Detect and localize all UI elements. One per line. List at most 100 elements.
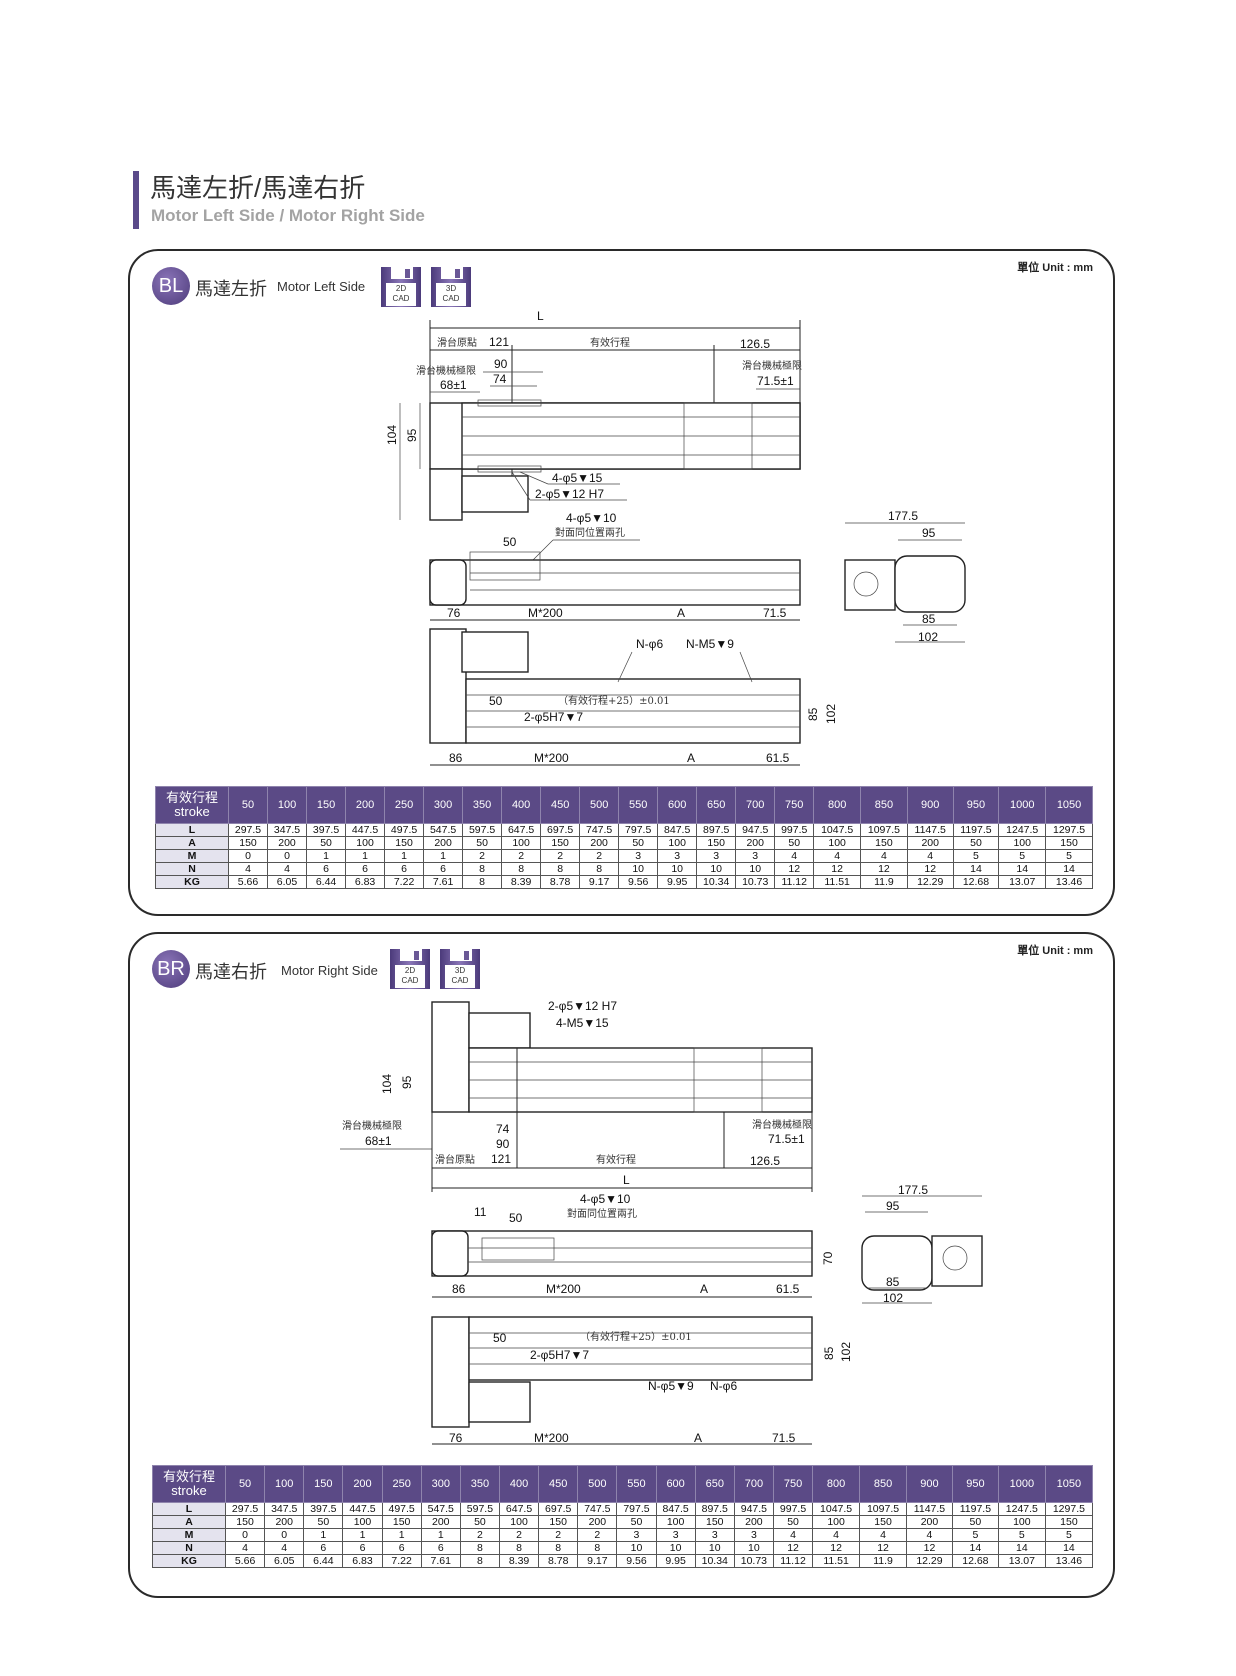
dim-pin-hole: 2-φ5H7▼7	[530, 1348, 589, 1362]
dim-177-5: 177.5	[888, 509, 918, 523]
dim-stroke-plus-25: （有效行程+25）±0.01	[580, 1330, 692, 1343]
cad-label: CAD	[451, 976, 469, 985]
table-cell: 12.29	[906, 1554, 953, 1568]
dim-m200: M*200	[534, 1431, 569, 1445]
dim-hole-4-5-15: 4-φ5▼15	[552, 471, 603, 485]
table-cell: 997.5	[774, 823, 815, 837]
page-subtitle: Motor Left Side / Motor Right Side	[151, 206, 425, 225]
stroke-header: 900	[906, 786, 954, 824]
stroke-header: 200	[345, 786, 386, 824]
table-cell: 497.5	[381, 1502, 422, 1516]
dim-95: 95	[400, 1075, 414, 1089]
table-cell: 11.51	[813, 875, 862, 889]
dim-71-5: 71.5	[772, 1431, 796, 1445]
dim-74: 74	[493, 372, 507, 386]
dim-m200: M*200	[534, 751, 569, 765]
cad-label: 3D	[454, 966, 466, 975]
badge-bl: BL	[152, 267, 190, 305]
table-cell: 100	[342, 1515, 383, 1529]
unit-label: 單位 Unit : mm	[1017, 262, 1093, 274]
dim-A: A	[677, 606, 685, 620]
table-cell: 8	[459, 1554, 500, 1568]
table-cell: 7.61	[423, 875, 464, 889]
panel-title-zh: 馬達右折	[195, 962, 267, 982]
dim-m200: M*200	[546, 1282, 581, 1296]
stroke-header: 500	[577, 1465, 618, 1503]
table-cell: 100	[345, 836, 386, 850]
dim-95: 95	[405, 428, 419, 442]
table-cell: 13.07	[998, 875, 1047, 889]
table-cell: 9.95	[657, 875, 698, 889]
dim-hole-4-5-10: 4-φ5▼10	[566, 511, 617, 525]
table-cell: 1047.5	[813, 823, 862, 837]
dim-95: 95	[922, 526, 936, 540]
stroke-header: 150	[303, 1465, 344, 1503]
cad-label: CAD	[401, 976, 419, 985]
table-cell: 6.83	[345, 875, 386, 889]
panel-motor-right: 單位 Unit : mm BR 馬達右折 Motor Right Side 2D…	[128, 932, 1115, 1598]
dim-50: 50	[503, 535, 517, 549]
br-side-view	[431, 1230, 813, 1277]
table-cell: 10.34	[694, 1554, 735, 1568]
stroke-header: 1000	[998, 786, 1047, 824]
table-cell: 10.73	[733, 1554, 774, 1568]
stroke-header: 50	[224, 1465, 266, 1503]
dim-102: 102	[839, 1342, 853, 1362]
table-cell: 12.68	[951, 1554, 999, 1568]
table-cell: 9.95	[655, 1554, 696, 1568]
table-cell: 13.46	[1045, 875, 1093, 889]
label-opposite-holes: 對面同位置兩孔	[567, 1207, 637, 1220]
table-cell: 397.5	[303, 1502, 344, 1516]
stroke-header: 650	[696, 786, 737, 824]
stroke-header: 950	[952, 786, 1000, 824]
bl-top-view: L 滑台原點 121 有效行程 126.5 滑台機械極限 90 74 68±1 …	[385, 309, 802, 569]
table-cell: 12.29	[906, 875, 954, 889]
dim-A: A	[687, 751, 695, 765]
dim-hole-2-5-12: 2-φ5▼12 H7	[548, 999, 617, 1013]
table-cell: 11.51	[812, 1554, 861, 1568]
table-cell: 200	[906, 836, 954, 850]
cad-label: 2D	[404, 966, 416, 975]
table-cell: 547.5	[423, 823, 464, 837]
dim-L: L	[623, 1173, 630, 1187]
row-label: M	[152, 1528, 226, 1542]
label-effective-stroke: 有效行程	[590, 336, 630, 349]
dim-126-5: 126.5	[750, 1154, 780, 1168]
panel-title-zh: 馬達左折	[195, 279, 267, 299]
label-mech-limit-left: 滑台機械極限	[416, 364, 476, 377]
stroke-header: 700	[733, 1465, 774, 1503]
table-cell: 347.5	[264, 1502, 305, 1516]
header-en: stroke	[171, 1483, 207, 1498]
stroke-header: 750	[774, 786, 815, 824]
table-cell: 747.5	[577, 1502, 618, 1516]
stroke-header: 150	[306, 786, 347, 824]
dim-86: 86	[449, 751, 463, 765]
bl-end-view: 177.5 95 85 102	[844, 509, 966, 644]
table-cell: 6.44	[303, 1554, 344, 1568]
label-effective-stroke: 有效行程	[596, 1153, 636, 1166]
table-cell: 200	[420, 1515, 461, 1529]
dim-102: 102	[883, 1291, 903, 1305]
table-cell: 13.07	[997, 1554, 1046, 1568]
stroke-header: 350	[459, 1465, 500, 1503]
stroke-header: 250	[384, 786, 425, 824]
cad-label: CAD	[392, 294, 410, 303]
stroke-header: 600	[657, 786, 698, 824]
table-cell: 9.17	[579, 875, 620, 889]
dim-71-5: 71.5±1	[768, 1132, 805, 1146]
dim-hole-4-5-10: 4-φ5▼10	[580, 1192, 631, 1206]
table-cell: 6.05	[267, 875, 308, 889]
header-en: stroke	[174, 804, 210, 819]
